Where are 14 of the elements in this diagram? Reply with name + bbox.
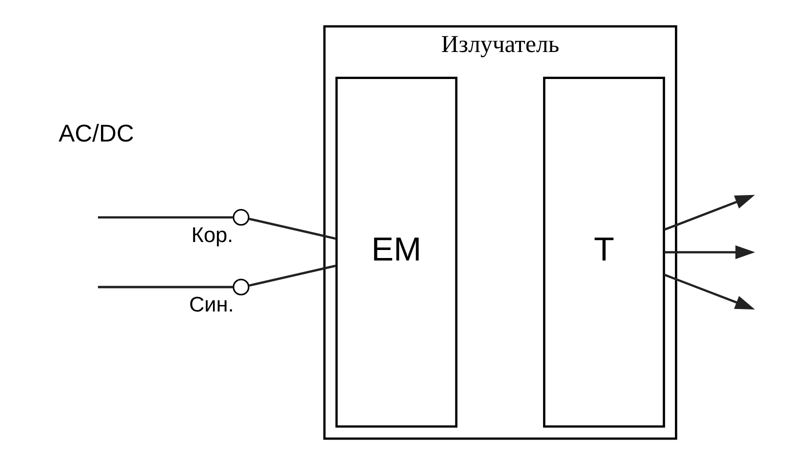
node-label: Син. [189,294,234,317]
node-box: EM [335,76,458,428]
connector [98,286,234,288]
arrow [664,194,755,231]
arrow [664,245,756,260]
connector [248,218,337,240]
node-label: Кор. [191,224,234,247]
arrow [664,274,755,310]
node-box: T [543,76,666,428]
connector [98,216,234,218]
node-circle [232,209,250,226]
node-circle [232,278,250,296]
label: AC/DC [58,120,134,148]
connector [248,264,337,287]
